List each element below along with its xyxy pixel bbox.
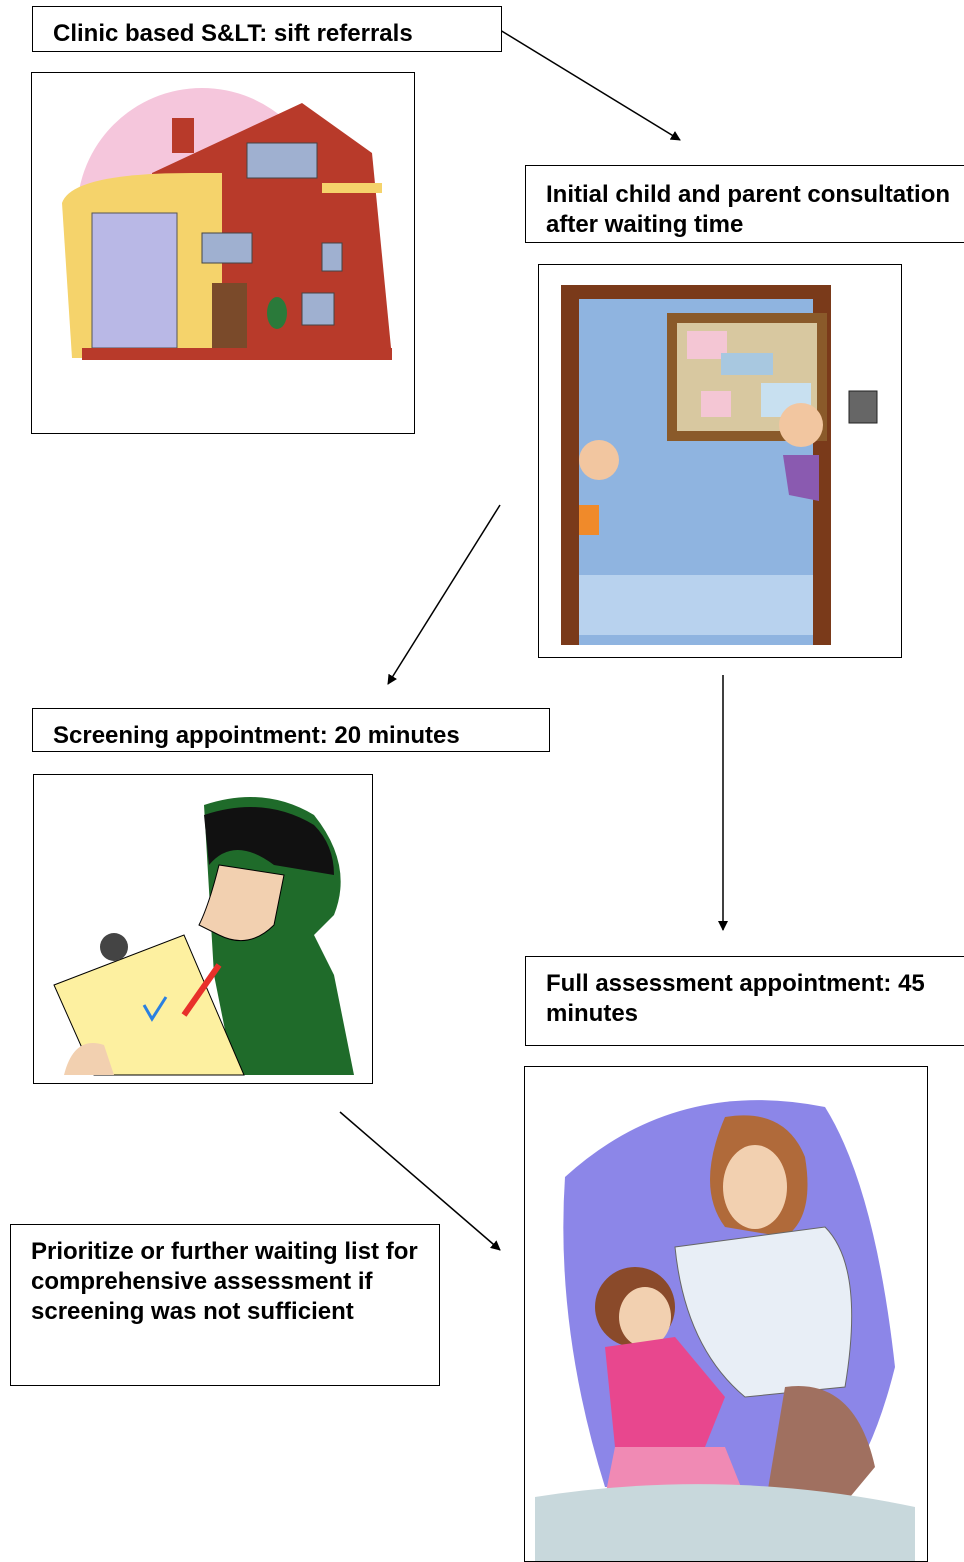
consultation-doorway-image bbox=[538, 264, 902, 658]
clinic-step-label-box: Clinic based S&LT: sift referrals bbox=[32, 6, 502, 52]
prioritize-step-label-box: Prioritize or further waiting list for c… bbox=[10, 1224, 440, 1386]
clinic-building-image bbox=[31, 72, 415, 434]
initial-step-label-box: Initial child and parent consultation af… bbox=[525, 165, 964, 243]
screening-clipboard-image bbox=[33, 774, 373, 1084]
arrow-initial-to-screening bbox=[387, 504, 501, 685]
arrow-screening-to-full bbox=[339, 1111, 501, 1251]
arrow-clinic-to-initial bbox=[499, 29, 681, 141]
full-step-label: Full assessment appointment: 45 minutes bbox=[546, 970, 925, 1027]
clinic-step-label: Clinic based S&LT: sift referrals bbox=[53, 20, 413, 47]
screening-step-label-box: Screening appointment: 20 minutes bbox=[32, 708, 550, 752]
screening-step-label: Screening appointment: 20 minutes bbox=[53, 722, 460, 749]
assessment-nurse-child-image bbox=[524, 1066, 928, 1562]
prioritize-step-label: Prioritize or further waiting list for c… bbox=[31, 1238, 418, 1325]
initial-step-label: Initial child and parent consultation af… bbox=[546, 181, 951, 238]
full-step-label-box: Full assessment appointment: 45 minutes bbox=[525, 956, 964, 1046]
